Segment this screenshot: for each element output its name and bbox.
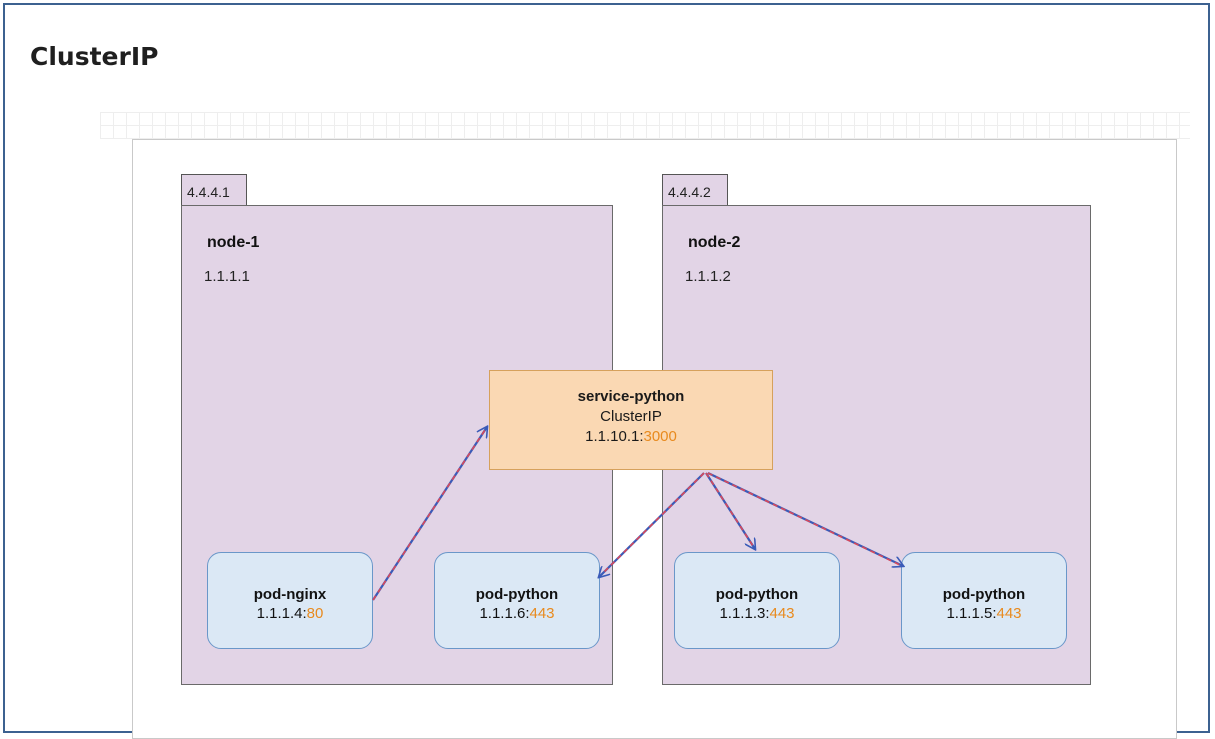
node-2-host-tag: 4.4.4.2	[662, 174, 728, 206]
pod-nginx-box: pod-nginx 1.1.1.4:80	[207, 552, 373, 649]
pod-python-box-2: pod-python 1.1.1.3:443	[674, 552, 840, 649]
pod-ip: 1.1.1.3:	[719, 605, 770, 622]
page-title: ClusterIP	[30, 42, 159, 71]
pod-port: 443	[529, 605, 555, 622]
node-1-host-tag: 4.4.4.1	[181, 174, 247, 206]
service-port: 3000	[643, 428, 677, 445]
pod-name: pod-python	[715, 586, 799, 603]
pod-port: 80	[306, 605, 324, 622]
pod-ip: 1.1.1.4:	[256, 605, 307, 622]
service-python-box: service-python ClusterIP 1.1.10.1:3000	[489, 370, 773, 470]
pod-address: 1.1.1.5:443	[902, 604, 1066, 623]
service-ip: 1.1.10.1:	[585, 428, 644, 445]
service-name: service-python	[577, 388, 685, 405]
pod-python-box-1: pod-python 1.1.1.6:443	[434, 552, 600, 649]
grid-background	[100, 112, 1190, 139]
pod-ip: 1.1.1.5:	[946, 605, 997, 622]
node-2-name: node-2	[688, 234, 741, 251]
pod-python-box-3: pod-python 1.1.1.5:443	[901, 552, 1067, 649]
pod-port: 443	[769, 605, 795, 622]
pod-name: pod-python	[942, 586, 1026, 603]
pod-ip: 1.1.1.6:	[479, 605, 530, 622]
pod-port: 443	[996, 605, 1022, 622]
node-1-ip: 1.1.1.1	[204, 268, 250, 285]
service-address: 1.1.10.1:3000	[490, 427, 772, 447]
pod-address: 1.1.1.4:80	[208, 604, 372, 623]
service-type: ClusterIP	[600, 408, 662, 425]
pod-name: pod-python	[475, 586, 559, 603]
pod-name: pod-nginx	[253, 586, 327, 603]
node-1-name: node-1	[207, 234, 260, 251]
pod-address: 1.1.1.6:443	[435, 604, 599, 623]
node-2-ip: 1.1.1.2	[685, 268, 731, 285]
pod-address: 1.1.1.3:443	[675, 604, 839, 623]
